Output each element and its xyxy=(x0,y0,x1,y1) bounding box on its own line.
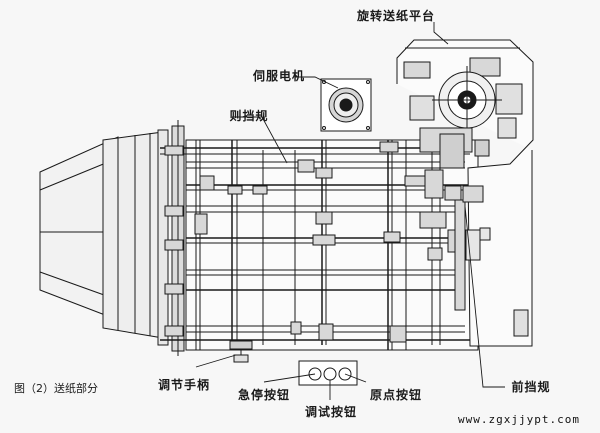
clamps xyxy=(164,141,466,343)
label-servo-motor: 伺服电机 xyxy=(252,68,305,83)
hopper xyxy=(39,131,164,339)
adjust-handle xyxy=(229,340,253,363)
label-test-button: 调试按钮 xyxy=(305,404,357,419)
label-rotary-platform: 旋转送纸平台 xyxy=(356,8,435,23)
watermark: www.zgxjjypt.com xyxy=(458,413,580,426)
label-front-guide: 前挡规 xyxy=(511,379,550,394)
label-emergency-stop: 急停按钮 xyxy=(238,387,290,402)
emergency-stop-button[interactable] xyxy=(308,367,322,381)
origin-button[interactable] xyxy=(338,367,352,381)
figure-caption: 图（2）送纸部分 xyxy=(14,381,98,395)
label-adjust-handle: 调节手柄 xyxy=(158,377,210,392)
servo-motor xyxy=(320,78,372,132)
label-side-guide: 则挡规 xyxy=(229,108,268,123)
label-origin-button: 原点按钮 xyxy=(370,387,422,402)
control-panel xyxy=(298,360,358,386)
leader-lines xyxy=(195,22,505,400)
